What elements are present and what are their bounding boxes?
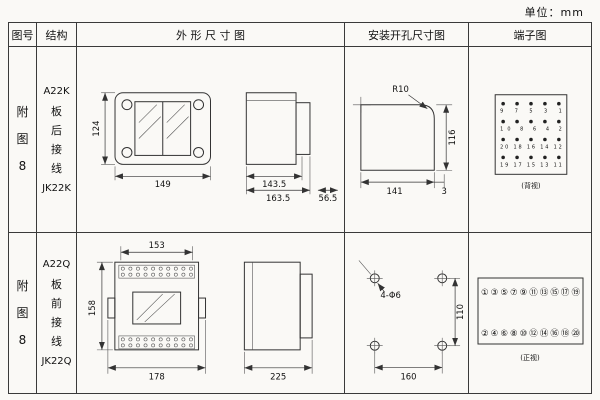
terminal-numbers-row4: 19 17 15 13 11 <box>500 162 562 168</box>
dim-cutout-width: 141 <box>387 186 403 196</box>
dim-front-height: 124 <box>91 121 101 137</box>
relay-side-view <box>245 92 297 165</box>
mounting-drawing-jk22q: 4-Φ6 110 160 <box>358 260 465 381</box>
terminal-diagram-rear: 9 7 5 3 1 10 8 6 4 2 20 18 16 14 12 19 1… <box>494 94 568 190</box>
structure-type: JK22K <box>42 182 71 194</box>
terminal-pins <box>501 101 561 160</box>
dim-depth-c: 56.5 <box>318 193 337 203</box>
fig-no-row1: 附图8 <box>9 47 37 233</box>
dim-front-height: 158 <box>87 300 97 316</box>
terminal-numbers-row3: 20 18 16 14 12 <box>500 144 562 150</box>
unit-label: 单位：mm <box>524 6 584 19</box>
dim-hole-width: 160 <box>400 371 416 381</box>
header-fig-no: 图号 <box>9 23 37 47</box>
mounting-ear <box>107 297 116 319</box>
outline-drawing-jk22k: 124 149 143.5 163.5 <box>91 92 338 203</box>
dim-depth-a: 143.5 <box>262 179 286 189</box>
fig-no-row2: 附图8 <box>9 233 37 393</box>
view-caption: (正视) <box>520 353 540 362</box>
dim-depth-b: 163.5 <box>266 193 290 203</box>
corner-screw-icon <box>193 146 205 158</box>
rear-section <box>299 273 313 339</box>
corner-screw-icon <box>121 146 133 158</box>
terminal-cell-row2: ①③⑤⑦⑨⑪⑬⑮⑰⑲ ②④⑥⑧⑩⑫⑭⑯⑱⑳ (正视) <box>469 233 591 393</box>
structure-row1: A22K 板后接线 JK22K <box>37 47 77 233</box>
outline-drawing-jk22q: 153 <box>87 240 313 382</box>
dim-hole-spec: 4-Φ6 <box>380 290 400 300</box>
structure-type: JK22Q <box>41 356 72 367</box>
outline-cell-row1: 124 149 143.5 163.5 <box>77 47 345 233</box>
structure-wiring: 板后接线 <box>50 104 62 175</box>
mounting-cell-row2: 4-Φ6 110 160 <box>345 233 469 393</box>
terminal-block-outline <box>477 277 584 345</box>
dimension-table: 图号 结构 外 形 尺 寸 图 安装开孔尺寸图 端子图 附图8 A22K 板后接… <box>8 22 592 394</box>
view-caption: (背视) <box>521 181 541 190</box>
structure-wiring: 板前接线 <box>50 278 62 348</box>
mounting-holes <box>366 270 451 354</box>
terminal-numbers-row1: 9 7 5 3 1 <box>500 109 562 115</box>
fig-no-label: 附图8 <box>16 278 29 347</box>
structure-model: A22K <box>43 85 70 97</box>
window-frame <box>132 291 182 325</box>
panel-cutout <box>360 104 435 171</box>
header-outline-dims: 外 形 尺 寸 图 <box>77 23 345 47</box>
terminal-screws-bottom <box>120 337 193 348</box>
header-structure: 结构 <box>37 23 77 47</box>
header-terminal-diagram: 端子图 <box>469 23 591 47</box>
structure-model: A22Q <box>42 259 71 270</box>
terminal-block-outline <box>494 94 568 175</box>
terminal-cell-row1: 9 7 5 3 1 10 8 6 4 2 20 18 16 14 12 19 1… <box>469 47 591 233</box>
corner-screw-icon <box>121 99 133 111</box>
dim-hole-height: 110 <box>455 304 465 320</box>
dim-top-width: 153 <box>149 240 165 250</box>
relay-front-view <box>114 261 200 351</box>
mounting-ear <box>198 297 207 319</box>
terminal-numbers-row2: 10 8 6 4 2 <box>500 127 562 133</box>
dim-bottom-width: 178 <box>149 372 165 382</box>
fig-no-label: 附图8 <box>16 105 29 173</box>
outline-cell-row2: 153 <box>77 233 345 393</box>
structure-row2: A22Q 板前接线 JK22Q <box>37 233 77 393</box>
mounting-cell-row1: R10 116 141 3 <box>345 47 469 233</box>
header-mounting-holes: 安装开孔尺寸图 <box>345 23 469 47</box>
dim-edge-gap: 3 <box>442 186 447 196</box>
rear-plug <box>295 102 311 155</box>
mounting-drawing-jk22k: R10 116 141 3 <box>352 84 457 196</box>
relay-front-view <box>114 92 211 165</box>
corner-screw-icon <box>193 99 205 111</box>
dim-corner-radius: R10 <box>392 84 409 94</box>
relay-side-view <box>243 261 301 351</box>
terminal-diagram-front: ①③⑤⑦⑨⑪⑬⑮⑰⑲ ②④⑥⑧⑩⑫⑭⑯⑱⑳ (正视) <box>477 277 584 362</box>
terminal-numbers-top: ①③⑤⑦⑨⑪⑬⑮⑰⑲ <box>481 288 580 298</box>
dim-depth: 225 <box>270 372 286 382</box>
dim-front-width: 149 <box>155 179 171 189</box>
terminal-screws-top <box>120 266 193 277</box>
terminal-numbers-bottom: ②④⑥⑧⑩⑫⑭⑯⑱⑳ <box>481 329 580 339</box>
dim-cutout-height: 116 <box>447 129 457 145</box>
